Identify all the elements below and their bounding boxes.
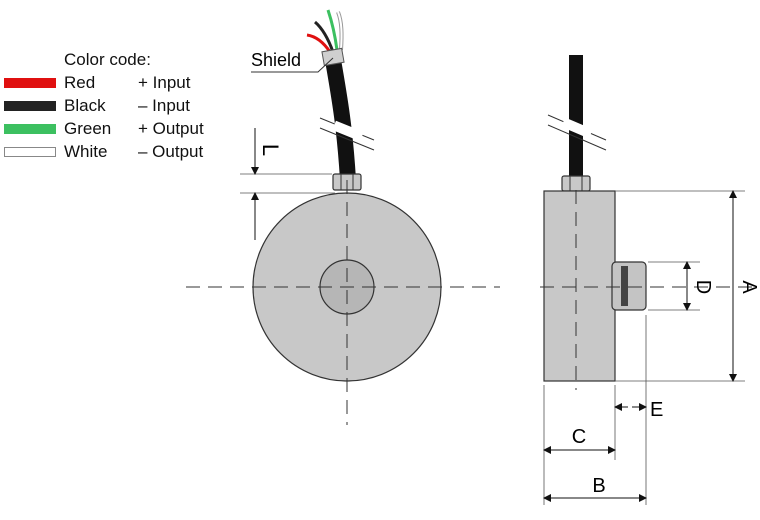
red-swatch (4, 78, 56, 88)
legend-color-function: + Output (138, 119, 204, 138)
white-swatch (4, 147, 56, 157)
color-code-legend: Color code: Red + Input Black – Input Gr… (0, 0, 240, 170)
legend-row-black: Black – Input (4, 96, 240, 116)
legend-row-white: White – Output (4, 142, 240, 162)
dimension-B-label: B (592, 475, 605, 497)
legend-row-red: Red + Input (4, 73, 240, 93)
legend-color-function: + Input (138, 73, 191, 92)
shield-wrap (321, 47, 345, 67)
cable (325, 58, 356, 181)
dimension-C-label: C (572, 426, 586, 448)
red-wire (306, 33, 332, 53)
load-button-side (611, 261, 647, 311)
dimension-E-label: E (650, 399, 663, 421)
load-cell-body-side (543, 190, 616, 382)
cable-nut-side (561, 175, 591, 192)
black-wire (313, 20, 335, 53)
legend-color-name: Black (64, 96, 106, 115)
dimension-D-label: D (692, 280, 714, 294)
legend-title: Color code: (64, 50, 151, 69)
legend-row-green: Green + Output (4, 119, 240, 139)
front-view: L Shield (186, 9, 500, 425)
black-swatch (4, 101, 56, 111)
dimension-A-label: A (738, 280, 760, 294)
legend-color-function: – Output (138, 142, 204, 161)
green-wire (326, 9, 339, 51)
green-swatch (4, 124, 56, 134)
shield-label: Shield (251, 50, 301, 70)
legend-color-function: – Input (138, 96, 190, 115)
side-view: A D E C B (540, 55, 760, 505)
legend-color-name: Red (64, 73, 96, 92)
legend-color-name: Green (64, 119, 112, 138)
dimension-L-label: L (258, 144, 283, 156)
legend-color-name: White (64, 142, 108, 161)
